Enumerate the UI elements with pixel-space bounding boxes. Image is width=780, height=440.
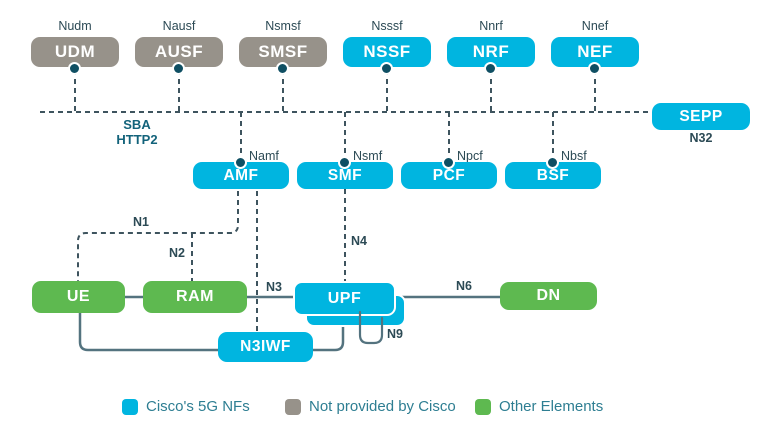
sba-dot-smsf: [276, 62, 289, 75]
interface-label-n32: N32: [689, 131, 713, 145]
interface-label-n2: N2: [169, 246, 185, 260]
sba-dot-nef: [588, 62, 601, 75]
interface-label-n6: N6: [456, 279, 472, 293]
legend-label: Other Elements: [499, 398, 604, 415]
service-label-nsmsf: Nsmsf: [265, 19, 301, 33]
service-label-namf: Namf: [249, 149, 279, 163]
node-upf: UPF: [293, 281, 396, 316]
service-label-nsmf: Nsmf: [353, 149, 383, 163]
user-plane-solid-lines: [78, 295, 502, 352]
sba-label-line1: SBA: [123, 117, 151, 132]
sba-bus-label: SBA HTTP2: [103, 117, 171, 147]
sba-dot-ausf: [172, 62, 185, 75]
sba-label-line2: HTTP2: [116, 132, 158, 147]
node-ue: UE: [32, 281, 125, 313]
service-label-npcf: Npcf: [457, 149, 483, 163]
node-pcf: PCF: [401, 162, 497, 189]
node-dn: DN: [500, 282, 597, 310]
legend-item-cisco-5g-nfs: Cisco's 5G NFs: [122, 398, 250, 415]
sba-dot-nrf: [484, 62, 497, 75]
service-label-nudm: Nudm: [58, 19, 92, 33]
ue-n3iwf-link: [78, 311, 220, 352]
service-label-nsssf: Nsssf: [371, 19, 403, 33]
legend-swatch-gray: [285, 398, 301, 415]
node-ram: RAM: [143, 281, 247, 313]
interface-label-n9: N9: [387, 327, 403, 341]
legend-item-other-elements: Other Elements: [475, 398, 603, 415]
sba-dot-nssf: [380, 62, 393, 75]
service-label-nnef: Nnef: [581, 19, 609, 33]
service-label-nbsf: Nbsf: [561, 149, 587, 163]
sba-dot-amf: [234, 156, 247, 169]
legend-swatch-green: [475, 398, 491, 415]
service-label-nnrf: Nnrf: [479, 19, 503, 33]
sba-dot-smf: [338, 156, 351, 169]
sba-dot-pcf: [442, 156, 455, 169]
interface-label-n1: N1: [133, 215, 149, 229]
n9-link: [358, 310, 384, 345]
n1-link: [77, 191, 239, 281]
node-nssf: NSSF: [343, 37, 431, 67]
sba-bus-dashed-lines: [40, 70, 652, 332]
sba-dot-udm: [68, 62, 81, 75]
sba-dot-bsf: [546, 156, 559, 169]
node-sepp: SEPP: [652, 103, 750, 130]
interface-label-n4: N4: [351, 234, 367, 248]
legend-label: Not provided by Cisco: [309, 398, 456, 415]
node-n3iwf: N3IWF: [218, 332, 313, 362]
legend-label: Cisco's 5G NFs: [146, 398, 250, 415]
n3iwf-upf-link: [311, 312, 345, 352]
legend-item-not-provided-by-cisco: Not provided by Cisco: [285, 398, 456, 415]
service-label-nausf: Nausf: [162, 19, 196, 33]
legend-swatch-cyan: [122, 398, 138, 415]
interface-label-n3: N3: [266, 280, 282, 294]
